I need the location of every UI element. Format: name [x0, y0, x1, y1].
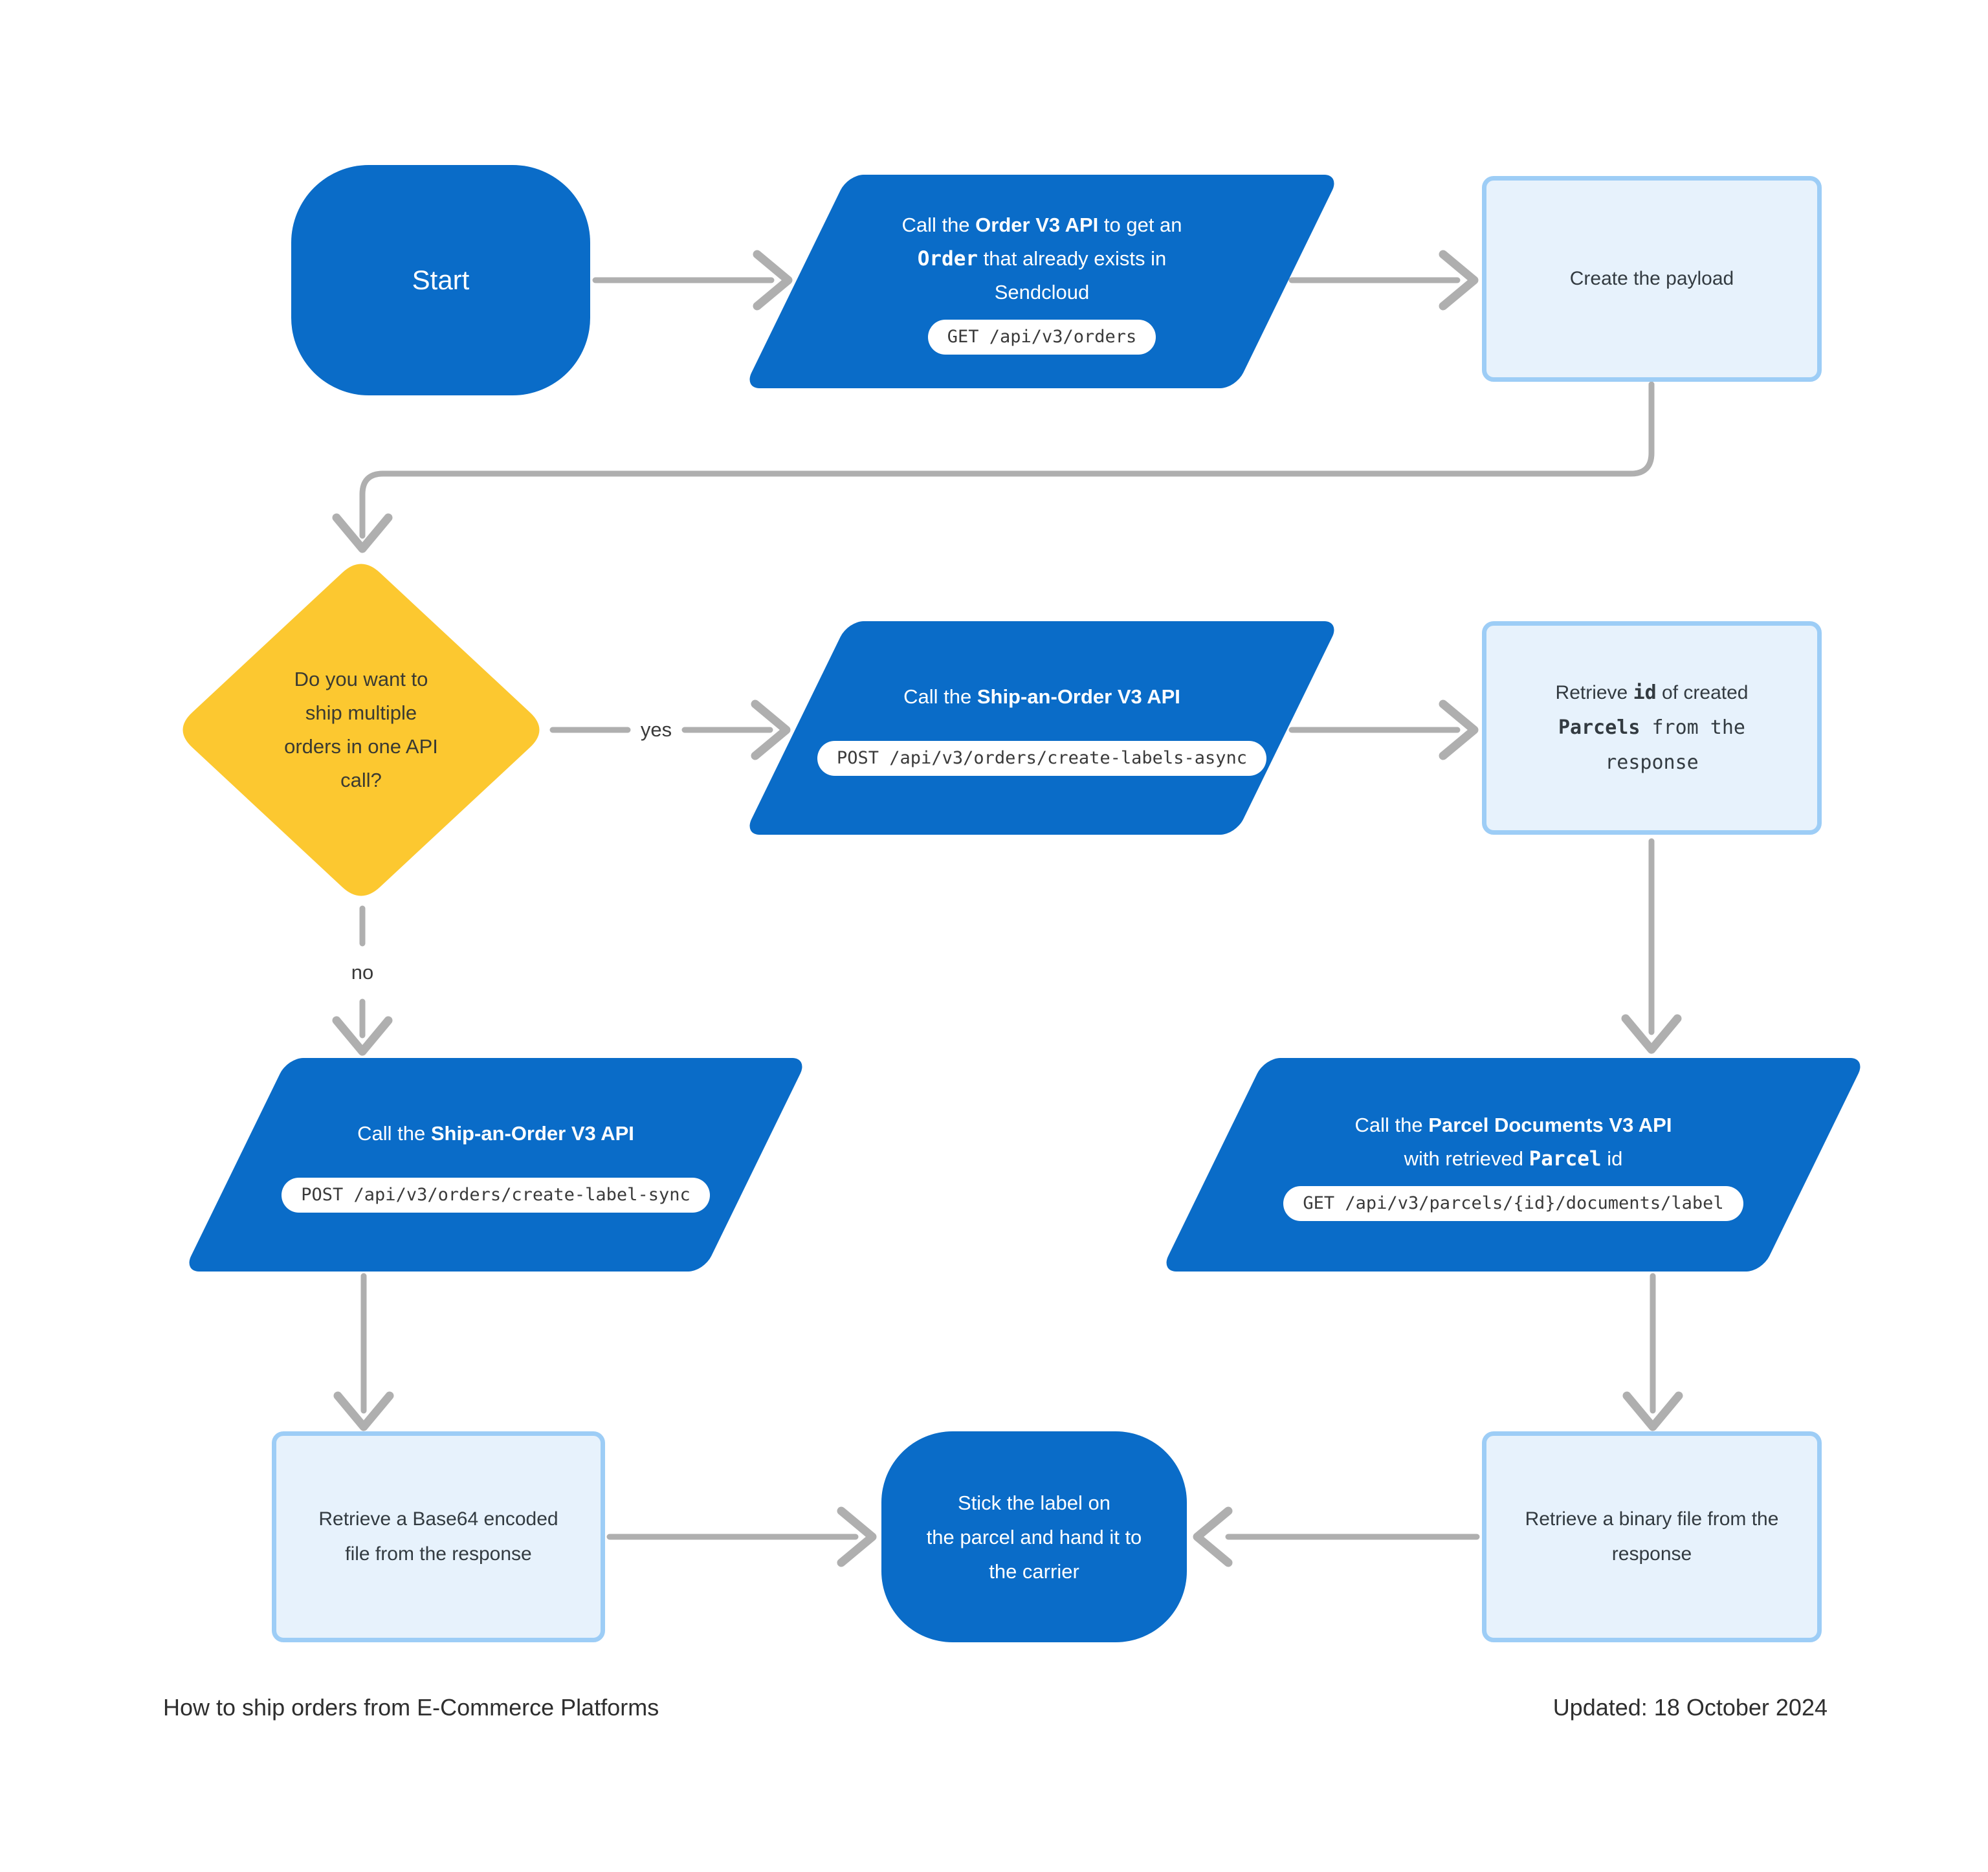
- arrowhead-get-order: [753, 250, 793, 311]
- start-node: Start: [291, 165, 590, 395]
- decision-diamond: [182, 564, 540, 896]
- ship-order-async-content: Call the Ship-an-Order V3 API POST /api/…: [796, 621, 1288, 835]
- arrowhead-stick-left: [837, 1506, 877, 1567]
- parcel-documents-api-badge: GET /api/v3/parcels/{id}/documents/label: [1283, 1186, 1743, 1221]
- decision-diamond-shape: [182, 564, 540, 896]
- ship-order-async-api-badge: POST /api/v3/orders/create-labels-async: [817, 741, 1266, 776]
- arrowhead-stick-right: [1193, 1506, 1233, 1567]
- ship-order-async-text: Call the Ship-an-Order V3 API: [903, 685, 1180, 708]
- ship-order-sync-text: Call the Ship-an-Order V3 API: [357, 1122, 634, 1145]
- ship-order-sync-api-badge: POST /api/v3/orders/create-label-sync: [282, 1178, 710, 1213]
- get-order-api-badge: GET /api/v3/orders: [927, 320, 1156, 355]
- create-payload-text: Create the payload: [1569, 268, 1734, 289]
- arrowhead-ship-async: [751, 699, 791, 760]
- footer-title: How to ship orders from E-Commerce Platf…: [163, 1694, 659, 1721]
- no-label: no: [347, 961, 378, 984]
- arrowhead-retrieve-ids: [1439, 699, 1479, 760]
- arrowhead-ship-sync: [332, 1016, 393, 1056]
- arrowhead-parcel-docs: [1621, 1014, 1682, 1054]
- ship-order-sync-content: Call the Ship-an-Order V3 API POST /api/…: [236, 1058, 756, 1272]
- create-payload-box: Create the payload: [1482, 176, 1822, 382]
- arrow-payload-to-decision: [359, 381, 1655, 539]
- start-label: Start: [412, 265, 470, 295]
- arrowhead-decision: [332, 513, 393, 553]
- arrowhead-base64: [333, 1391, 394, 1431]
- footer-updated: Updated: 18 October 2024: [1552, 1694, 1828, 1721]
- arrowhead-payload: [1439, 250, 1479, 311]
- yes-label: yes: [636, 718, 676, 742]
- arrowhead-binary: [1622, 1391, 1683, 1431]
